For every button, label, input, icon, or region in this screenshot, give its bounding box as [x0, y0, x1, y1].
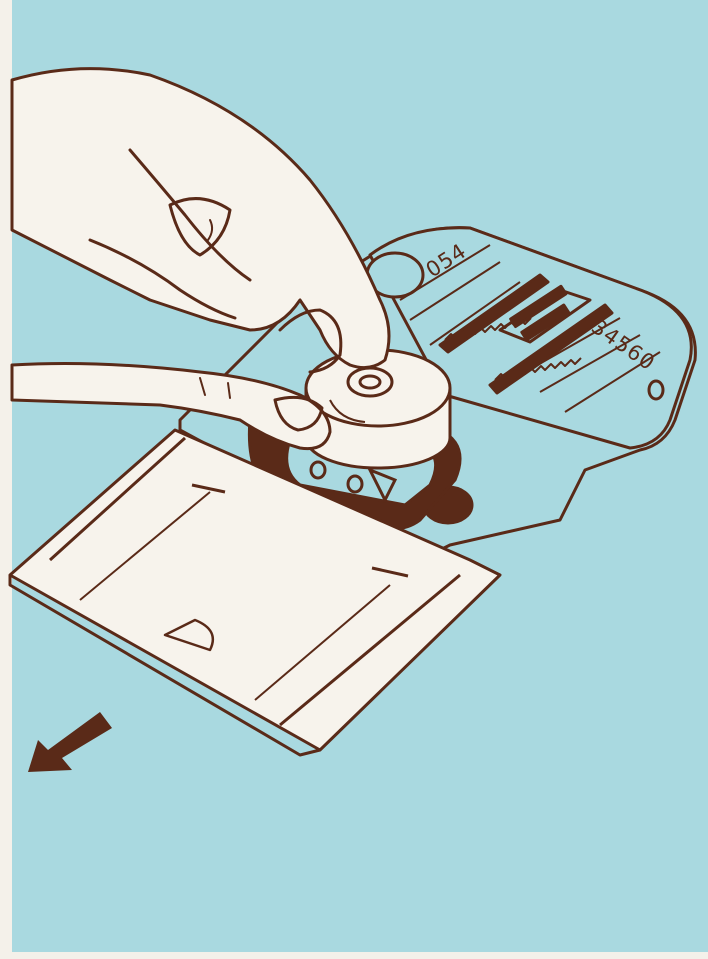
slide-cover — [8, 428, 502, 757]
bobbin — [304, 348, 452, 470]
hand — [10, 67, 391, 451]
pull-arrow-icon — [28, 712, 112, 772]
